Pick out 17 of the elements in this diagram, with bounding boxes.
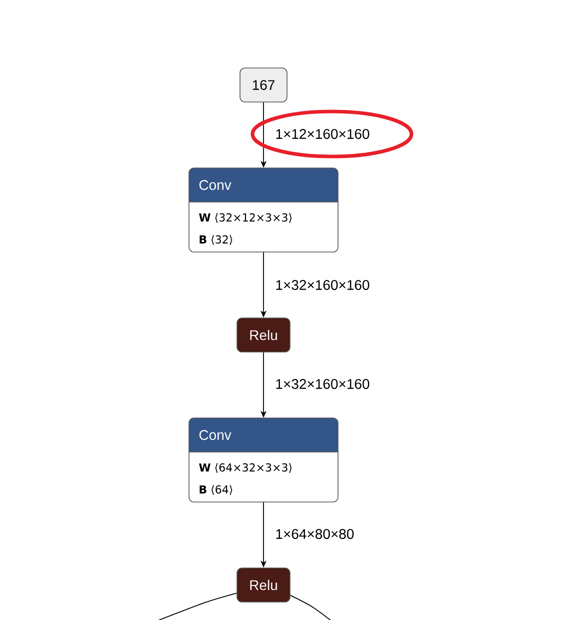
attribute-text: W ⟨32×12×3×3⟩ <box>199 213 292 223</box>
connector-line <box>158 592 238 620</box>
attribute-text: W ⟨64×32×3×3⟩ <box>199 463 292 473</box>
operator-box: Relu <box>236 568 290 602</box>
edge-label: 1×32×160×160 <box>274 378 371 390</box>
edge-label: 1×12×160×160 <box>274 128 371 140</box>
operator-box: Relu <box>236 318 290 352</box>
attribute-text: B ⟨32⟩ <box>200 235 232 245</box>
attribute-text: B ⟨64⟩ <box>200 485 232 495</box>
edge-label: 1×64×80×80 <box>274 528 356 540</box>
connector-line <box>290 594 332 620</box>
layer-title: Conv <box>199 430 232 440</box>
input-box: 167 <box>240 68 288 102</box>
layer-box <box>188 418 338 502</box>
layer-title: Conv <box>199 180 232 190</box>
layer-box <box>188 168 338 252</box>
edge-label: 1×32×160×160 <box>274 279 371 291</box>
